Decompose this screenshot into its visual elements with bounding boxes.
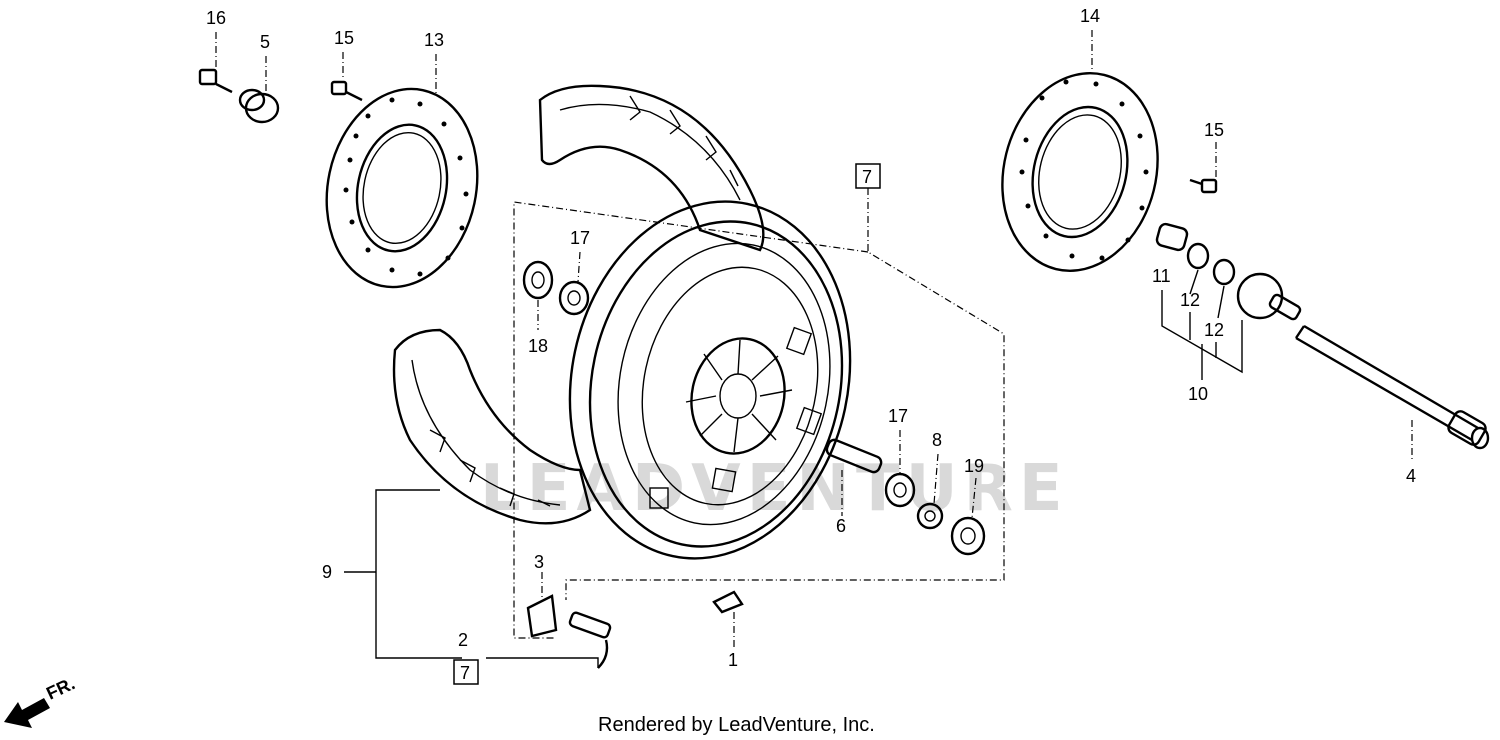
callout-11: 11 xyxy=(1152,266,1171,286)
retainer-8 xyxy=(916,502,944,530)
balance-weight-3 xyxy=(526,594,558,638)
tire-valve-2 xyxy=(568,611,612,669)
tire-upper-section xyxy=(538,84,765,252)
credit-text: Rendered by LeadVenture, Inc. xyxy=(598,714,875,736)
callout-12-b: 12 xyxy=(1204,320,1224,340)
callout-10: 10 xyxy=(1188,384,1208,404)
speedometer-gearbox-10 xyxy=(1236,272,1302,321)
clip-1 xyxy=(712,590,744,614)
callout-19: 19 xyxy=(964,456,984,476)
callout-1: 1 xyxy=(728,650,738,670)
callout-5: 5 xyxy=(260,32,270,52)
callout-7-bottom: 7 xyxy=(460,663,470,683)
distance-collar-6 xyxy=(825,438,883,474)
collar-5 xyxy=(238,88,280,124)
wheel-hub xyxy=(649,326,823,509)
callout-15-right: 15 xyxy=(1204,120,1224,140)
callout-17-left: 17 xyxy=(570,228,590,248)
callout-14: 14 xyxy=(1080,6,1100,26)
bolt-15-left xyxy=(330,80,363,102)
callout-4: 4 xyxy=(1406,466,1416,486)
washer-12a xyxy=(1186,242,1210,270)
callout-15-left: 15 xyxy=(334,28,354,48)
leader-lines xyxy=(215,30,1413,668)
right-brake-disc xyxy=(1001,72,1159,272)
callout-17-right: 17 xyxy=(888,406,908,426)
washer-12b xyxy=(1212,258,1236,286)
callout-3: 3 xyxy=(534,552,544,572)
direction-label: FR. xyxy=(43,673,78,703)
callout-8: 8 xyxy=(932,430,942,450)
callout-16: 16 xyxy=(206,8,226,28)
callout-18: 18 xyxy=(528,336,548,356)
callout-13: 13 xyxy=(424,30,444,50)
callout-12-a: 12 xyxy=(1180,290,1200,310)
callout-9: 9 xyxy=(322,562,332,582)
callout-labels: 16 5 15 13 14 15 17 18 11 12 12 10 4 17 … xyxy=(206,6,1416,685)
dust-seal-18 xyxy=(522,260,554,300)
bolt-15-right xyxy=(1189,178,1218,194)
dust-seal-19 xyxy=(950,516,986,556)
front-direction-arrow: FR. xyxy=(4,673,78,728)
callout-2: 2 xyxy=(458,630,468,650)
callout-7-top: 7 xyxy=(862,167,872,187)
callout-6: 6 xyxy=(836,516,846,536)
bolt-16 xyxy=(198,68,233,94)
watermark-text: LEADVENTURE xyxy=(480,452,1069,526)
wheel-rim xyxy=(568,200,852,560)
axle-4 xyxy=(1295,324,1490,450)
left-brake-disc xyxy=(325,87,479,289)
collar-11 xyxy=(1155,222,1189,252)
bearing-17-left xyxy=(558,280,590,316)
